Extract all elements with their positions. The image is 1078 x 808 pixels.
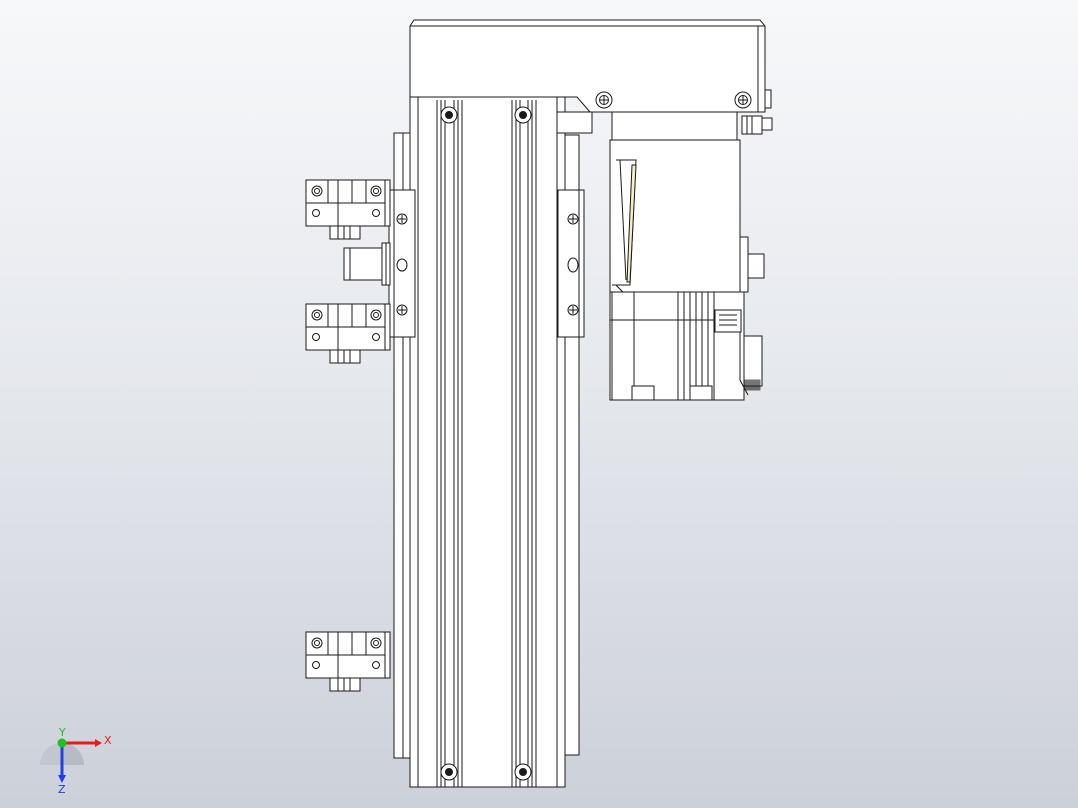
orientation-triad: X Y Z	[40, 726, 112, 795]
cover-screw-right-icon	[734, 91, 752, 109]
sensor-block-bottom[interactable]	[305, 631, 391, 692]
rail-top-left-screw-icon	[440, 106, 458, 124]
rail-bottom-left-screw-icon	[440, 763, 458, 781]
rail-top-right-screw-icon	[514, 106, 532, 124]
x-axis-label: X	[104, 734, 112, 747]
sensor-block-top[interactable]	[305, 179, 391, 240]
rail-bottom-right-screw-icon	[514, 763, 532, 781]
z-axis-label: Z	[58, 783, 66, 795]
cover-screw-left-icon	[595, 91, 613, 109]
servo-motor[interactable]	[609, 111, 773, 401]
left-carriage-plate[interactable]	[388, 189, 416, 338]
right-carriage-plate[interactable]	[557, 189, 585, 338]
sensor-block-middle[interactable]	[305, 303, 391, 364]
y-axis-label: Y	[58, 726, 66, 739]
cable-connector[interactable]	[343, 242, 391, 286]
triad-plane-icon	[62, 743, 84, 765]
y-axis-dot-icon	[57, 738, 67, 748]
